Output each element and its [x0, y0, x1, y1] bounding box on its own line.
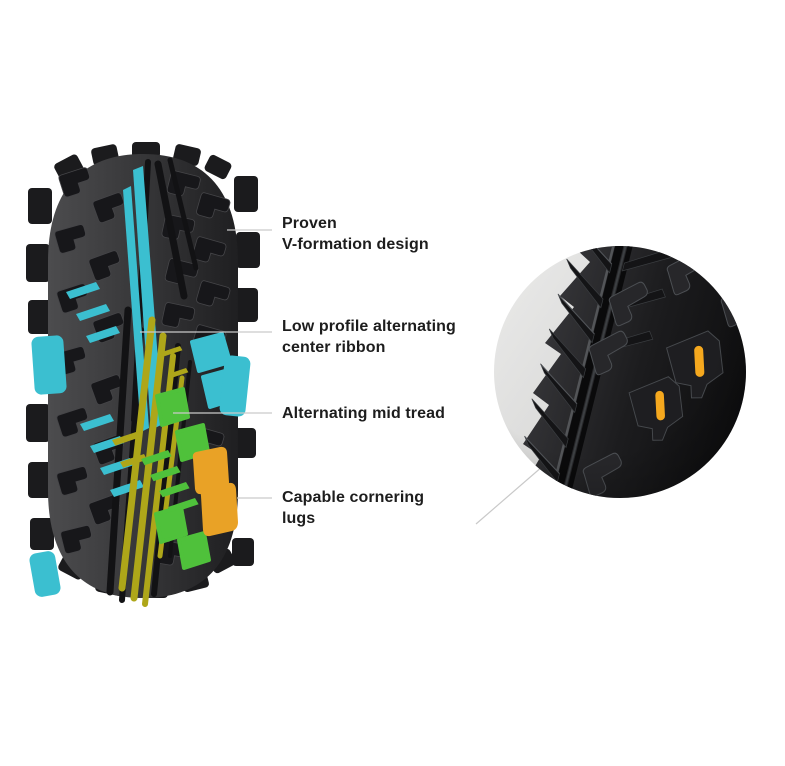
highlight-cornering-lugs	[192, 446, 238, 537]
callout-center-ribbon: Low profile alternating center ribbon	[282, 316, 456, 358]
callout-v-formation: Proven V-formation design	[282, 213, 429, 255]
callout-mid-tread: Alternating mid tread	[282, 403, 445, 424]
callout-line: lugs	[282, 510, 316, 527]
tread-detail-circle	[494, 246, 746, 498]
callout-cornering-lugs: Capable cornering lugs	[282, 487, 424, 529]
callout-line: Alternating mid tread	[282, 405, 446, 422]
callout-line: center ribbon	[282, 339, 386, 356]
tire-graphic	[26, 142, 260, 607]
callout-line: Proven	[282, 215, 337, 232]
highlight-v-formation	[29, 166, 251, 597]
leader-line-detail-circle	[475, 465, 544, 525]
callout-line: Low profile alternating	[282, 318, 456, 335]
callout-line: Capable cornering	[282, 489, 425, 506]
detail-circle-vignette	[494, 246, 746, 498]
callout-line: V-formation design	[282, 236, 429, 253]
leader-lines	[140, 229, 544, 525]
